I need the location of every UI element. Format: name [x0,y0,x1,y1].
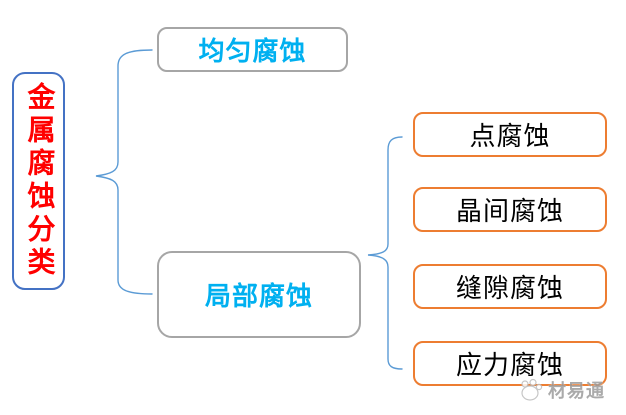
watermark: 材易通 [518,377,605,403]
node-stress-corrosion: 应力腐蚀 [413,341,607,386]
watermark-label: 材易通 [548,381,605,401]
panda-paw-icon [521,378,543,401]
node-uniform-corrosion: 均匀腐蚀 [157,27,348,72]
node-crevice-corrosion-label: 缝隙腐蚀 [455,274,564,303]
node-uniform-corrosion-label: 均匀腐蚀 [198,37,307,66]
root-node-label: 金属腐蚀分类 [23,82,55,280]
node-intergranular-corrosion: 晶间腐蚀 [413,187,607,232]
root-node-metal-corrosion: 金属腐蚀分类 [12,72,65,290]
node-pitting-corrosion-label: 点腐蚀 [469,122,551,151]
node-crevice-corrosion: 缝隙腐蚀 [413,264,607,309]
node-local-corrosion: 局部腐蚀 [157,251,361,338]
node-local-corrosion-label: 局部腐蚀 [204,282,313,311]
node-stress-corrosion-label: 应力腐蚀 [455,351,564,380]
node-intergranular-corrosion-label: 晶间腐蚀 [455,197,564,226]
node-pitting-corrosion: 点腐蚀 [413,112,607,157]
